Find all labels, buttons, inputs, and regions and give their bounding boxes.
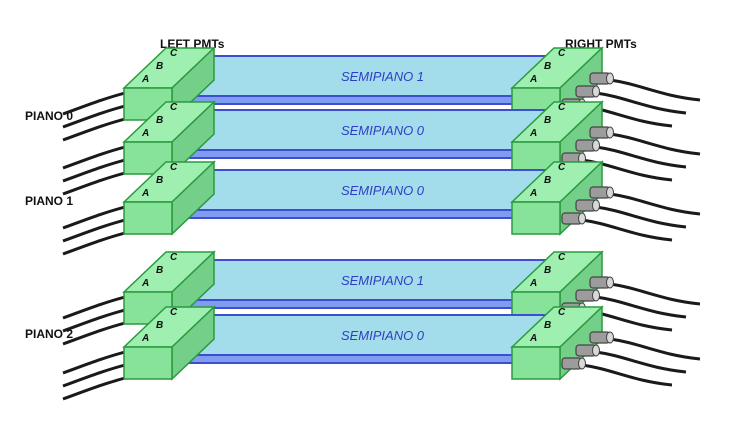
plane-0-slab-0-right-pmt-cap bbox=[592, 85, 600, 98]
plane-2-slab-1-right-block-channel-c: C bbox=[558, 307, 566, 318]
plane-2-slab-0-right-cable bbox=[609, 282, 701, 306]
plane-2-slab-1-right-cable bbox=[581, 363, 673, 387]
plane-0-slab-0-left-block-channel-a: A bbox=[141, 74, 149, 85]
plane-2-slab-0-left-block-channel-a: A bbox=[141, 278, 149, 289]
plane-1-slab-0-right-pmt-cap bbox=[592, 199, 600, 212]
plane-1-slab-0-left-block-front bbox=[123, 201, 173, 235]
plane-0-slab-0-right-cable bbox=[609, 78, 701, 102]
plane-2-slab-1-right-pmt-cap bbox=[592, 344, 600, 357]
plane-0-slab-0-right-pmt-cap bbox=[606, 72, 614, 85]
plane-0-slab-1-right-cable bbox=[595, 145, 687, 169]
plane-2-slab-0-left-block-channel-b: B bbox=[156, 265, 163, 276]
plane-0-slab-1-right-cable bbox=[609, 132, 701, 156]
plane-0-slab-1-left-block-channel-c: C bbox=[170, 102, 178, 113]
plane-0-slab-1-right-block-channel-b: B bbox=[544, 115, 551, 126]
plane-1-slab-0-right-cable bbox=[581, 218, 673, 242]
plane-2-slab-0-right-pmt-cap bbox=[606, 276, 614, 289]
plane-2-slab-0-left-cable bbox=[62, 320, 130, 346]
plane-1-slab-0-right-block-channel-b: B bbox=[544, 175, 551, 186]
plane-0-slab-1-right-pmt-cap bbox=[606, 126, 614, 139]
plane-1-slab-0-right-pmt-cap bbox=[606, 186, 614, 199]
plane-0-slab-1-left-cable bbox=[62, 170, 130, 196]
plane-0-slab-0-left-cable bbox=[62, 90, 130, 116]
plane-1-slab-0-label: SEMIPIANO 0 bbox=[341, 183, 425, 198]
plane-0-slab-1-left-block-channel-b: B bbox=[156, 115, 163, 126]
plane-2-slab-0-right-pmt-cap bbox=[592, 289, 600, 302]
plane-1-slab-0-left-block-channel-a: A bbox=[141, 188, 149, 199]
plane-2-slab-1-left-cable bbox=[62, 362, 130, 388]
plane-2-slab-1-left-block-front bbox=[123, 346, 173, 380]
plane-1-slab-0-left-block-channel-c: C bbox=[170, 162, 178, 173]
plane-2-slab-0-right-block-channel-c: C bbox=[558, 252, 566, 263]
plane-1-slab-0-right-block-channel-c: C bbox=[558, 162, 566, 173]
plane-0-slab-0-left-cable bbox=[62, 103, 130, 129]
plane-label-0: PIANO 0 bbox=[25, 109, 73, 123]
plane-1-slab-0-right-block-front bbox=[511, 201, 561, 235]
plane-1-slab-0-right-cable bbox=[595, 205, 687, 229]
plane-1-slab-0-left-block-channel-b: B bbox=[156, 175, 163, 186]
plane-2-slab-0-edge bbox=[167, 299, 556, 309]
plane-label-2: PIANO 2 bbox=[25, 327, 73, 341]
plane-0-slab-1-left-cable bbox=[62, 157, 130, 183]
plane-0-slab-1-right-block-channel-c: C bbox=[558, 102, 566, 113]
plane-2-slab-1-left-block-channel-b: B bbox=[156, 320, 163, 331]
plane-1-slab-0-left-cable bbox=[62, 217, 130, 243]
plane-1-slab-0-right-block-channel-a: A bbox=[529, 188, 537, 199]
plane-2-slab-1-right-cable bbox=[595, 350, 687, 374]
plane-2-slab-0-label: SEMIPIANO 1 bbox=[341, 273, 424, 288]
plane-2-slab-1-right-cable bbox=[609, 337, 701, 361]
plane-0-slab-0-left-block-channel-c: C bbox=[170, 48, 178, 59]
plane-2-slab-1-right-block-channel-a: A bbox=[529, 333, 537, 344]
plane-2-slab-0-left-block-channel-c: C bbox=[170, 252, 178, 263]
plane-2-slab-0-left-cable bbox=[62, 294, 130, 320]
plane-2-slab-0-left-cable bbox=[62, 307, 130, 333]
plane-0-slab-0-left-block-channel-b: B bbox=[156, 61, 163, 72]
plane-0-slab-0-right-block-channel-b: B bbox=[544, 61, 551, 72]
plane-2-slab-1-left-block-channel-a: A bbox=[141, 333, 149, 344]
plane-0-slab-1-left-block-channel-a: A bbox=[141, 128, 149, 139]
plane-2-slab-1-left-block-channel-c: C bbox=[170, 307, 178, 318]
plane-2-slab-0-right-block-channel-b: B bbox=[544, 265, 551, 276]
plane-0-slab-1-right-block-channel-a: A bbox=[529, 128, 537, 139]
plane-0-slab-0-right-cable bbox=[595, 91, 687, 115]
plane-1-slab-0-left-cable bbox=[62, 230, 130, 256]
plane-0-slab-0-right-block-channel-a: A bbox=[529, 74, 537, 85]
plane-0-slab-0-edge bbox=[167, 95, 556, 105]
plane-label-1: PIANO 1 bbox=[25, 194, 73, 208]
plane-2-slab-1-right-block-front bbox=[511, 346, 561, 380]
plane-0-slab-1-edge bbox=[167, 149, 556, 159]
plane-0-slab-0-left-cable bbox=[62, 116, 130, 142]
plane-1-slab-0-edge bbox=[167, 209, 556, 219]
plane-2-slab-1-edge bbox=[167, 354, 556, 364]
plane-2-slab-1-label: SEMIPIANO 0 bbox=[341, 328, 425, 343]
plane-2-slab-1-left-cable bbox=[62, 349, 130, 375]
plane-2-slab-0-right-block-channel-a: A bbox=[529, 278, 537, 289]
plane-2-slab-1-right-pmt-cap bbox=[578, 357, 586, 370]
plane-2-slab-1-right-block-channel-b: B bbox=[544, 320, 551, 331]
plane-0-slab-1-right-pmt-cap bbox=[592, 139, 600, 152]
plane-0-slab-1-label: SEMIPIANO 0 bbox=[341, 123, 425, 138]
plane-1-slab-0-right-cable bbox=[609, 192, 701, 216]
plane-1-slab-0-right-pmt-cap bbox=[578, 212, 586, 225]
plane-2-slab-0-right-cable bbox=[595, 295, 687, 319]
plane-0-slab-1-left-cable bbox=[62, 144, 130, 170]
plane-2-slab-1-left-cable bbox=[62, 375, 130, 401]
plane-0-slab-0-label: SEMIPIANO 1 bbox=[341, 69, 424, 84]
plane-1-slab-0-left-cable bbox=[62, 204, 130, 230]
plane-2-slab-1-right-pmt-cap bbox=[606, 331, 614, 344]
plane-0-slab-0-right-block-channel-c: C bbox=[558, 48, 566, 59]
